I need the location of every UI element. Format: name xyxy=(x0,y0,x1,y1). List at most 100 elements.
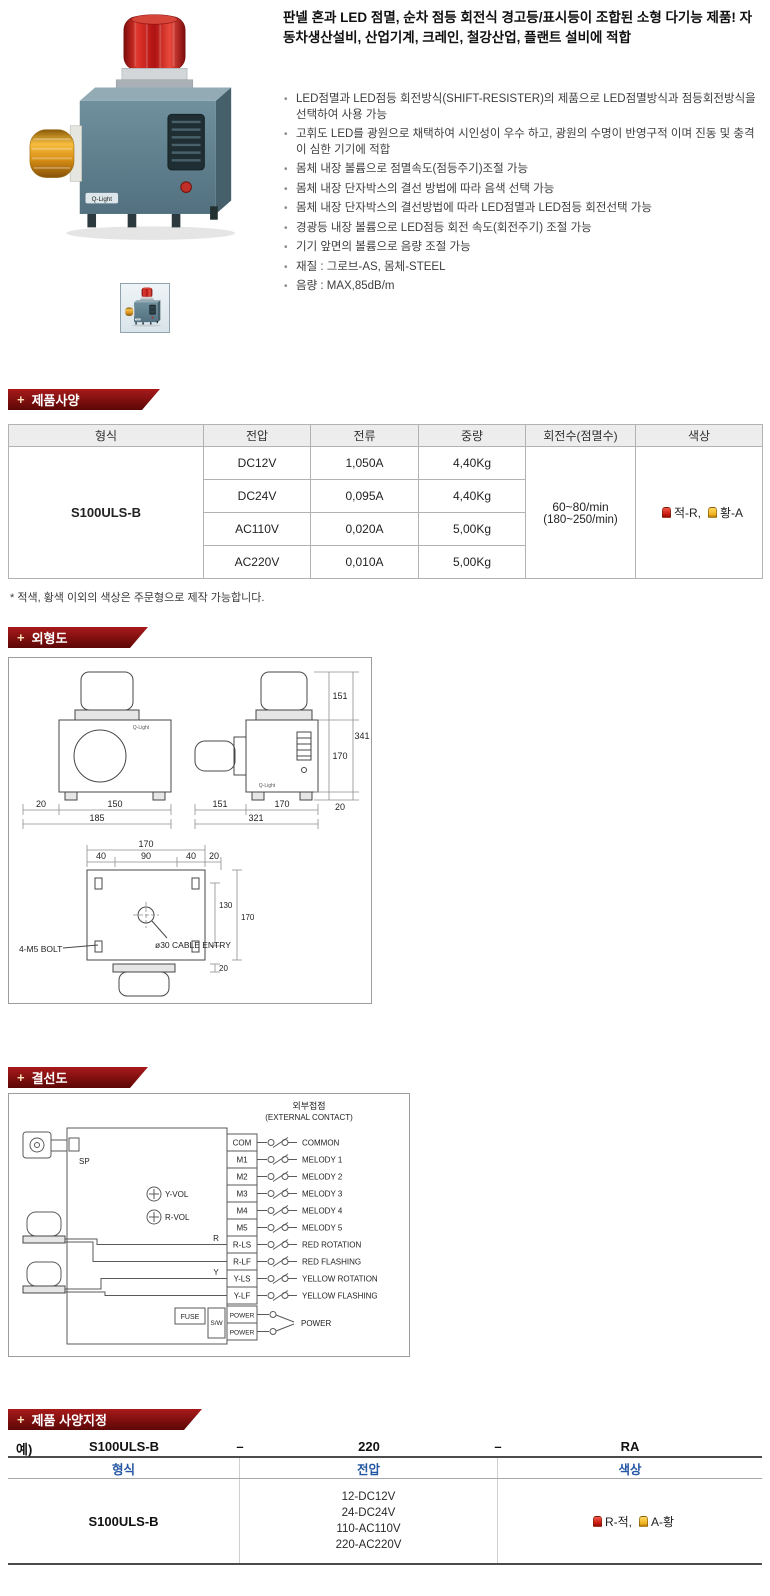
section-title: 제품 사양지정 xyxy=(31,1413,107,1428)
dim-label: 20 xyxy=(36,799,46,809)
dim-label: 151 xyxy=(332,691,347,701)
contact-label: RED FLASHING xyxy=(302,1258,361,1267)
terminal-row: R-LF RED FLASHING xyxy=(226,1252,361,1271)
plus-icon: + xyxy=(17,1412,25,1427)
weight-cell: 5,00Kg xyxy=(418,545,526,579)
example-label: 예) xyxy=(16,1442,33,1457)
spec-table: 형식 전압 전류 중량 회전수(점멸수) 색상 S100ULS-B DC12V … xyxy=(8,424,763,579)
product-thumbnail-art xyxy=(125,287,162,327)
contact-label: MELODY 1 xyxy=(302,1156,343,1165)
section-title: 결선도 xyxy=(31,1071,68,1086)
power-wires xyxy=(257,1311,295,1335)
col-header-weight: 중량 xyxy=(418,424,526,447)
front-view: Q-Light xyxy=(58,671,172,801)
feature-item: •몸체 내장 볼륨으로 점멸속도(점등주기)조절 가능 xyxy=(283,162,763,178)
feature-text: 몸체 내장 단자박스의 결선방법에 따라 LED점멸과 LED점등 회전선택 가… xyxy=(296,202,652,214)
dimension-drawing: Q-Light Q-Light xyxy=(19,671,370,997)
contact-label: MELODY 3 xyxy=(302,1190,343,1199)
col-header-current: 전류 xyxy=(310,424,419,447)
wiring-diagram-box: 외부접점 (EXTERNAL CONTACT) SP Y-VOL xyxy=(8,1093,410,1357)
r-vol-label: R-VOL xyxy=(165,1213,190,1222)
external-contact-label-en: (EXTERNAL CONTACT) xyxy=(265,1113,353,1122)
bullet-icon: • xyxy=(284,183,288,195)
table-row: S100ULS-B DC12V 1,050A 4,40Kg 60~80/min … xyxy=(8,446,763,579)
power-label: POWER xyxy=(301,1319,331,1328)
section-header-spec: + 제품사양 xyxy=(8,389,160,410)
terminal-row: M5 MELODY 5 xyxy=(226,1218,343,1237)
table-row: AC110V 0,020A 5,00Kg xyxy=(9,512,763,546)
external-contact-label-ko: 외부접점 xyxy=(292,1100,325,1111)
col-header-rotation: 회전수(점멸수) xyxy=(525,424,636,447)
plus-icon: + xyxy=(17,392,25,407)
switch-box xyxy=(207,1307,226,1339)
example-model-code: S100ULS-B xyxy=(88,1439,160,1454)
switch-label: S/W xyxy=(210,1320,223,1327)
bullet-icon: • xyxy=(284,94,288,105)
side-view: Q-Light xyxy=(194,671,319,801)
product-photo xyxy=(28,10,260,278)
dimension-labels: 20 150 185 151 170 321 151 170 20 341 17… xyxy=(19,691,370,973)
feature-item: • 기기 앞면의 볼륨으로 음량 조절 가능 xyxy=(283,240,763,256)
feature-text: 기기 앞면의 볼륨으로 음량 조절 가능 xyxy=(296,241,471,253)
red-beacon-symbol xyxy=(22,1211,227,1262)
dim-label: 170 xyxy=(138,839,153,849)
table-row: AC220V 0,010A 5,00Kg xyxy=(9,545,763,579)
terminal-label: M4 xyxy=(236,1207,248,1216)
bottom-view xyxy=(62,869,206,997)
terminal-label: COM xyxy=(233,1139,252,1148)
product-headline: 판넬 혼과 LED 점멸, 순차 점등 회전식 경고등/표시등이 조합된 소형 … xyxy=(283,10,753,45)
yellow-wire-tag: Y xyxy=(213,1268,219,1277)
feature-text: 음량 : MAX,85dB/m xyxy=(296,280,395,292)
plus-icon: + xyxy=(17,630,25,645)
product-thumbnail[interactable] xyxy=(120,283,170,333)
weight-cell: 5,00Kg xyxy=(418,512,526,546)
red-beacon-icon xyxy=(661,507,671,518)
voltage-option: 220-AC220V xyxy=(335,1539,402,1551)
dimension-drawing-box: Q-Light Q-Light xyxy=(8,657,372,1004)
ordering-header-row: 형식 전압 색상 xyxy=(8,1458,762,1479)
color-yellow-label: 황-A xyxy=(720,506,744,520)
yellow-beacon-icon xyxy=(708,507,717,518)
voltage-cell: DC12V xyxy=(203,446,311,480)
bullet-icon: • xyxy=(284,222,288,234)
terminal-label: M5 xyxy=(236,1224,248,1233)
weight-cell: 4,40Kg xyxy=(418,479,526,513)
col-header-voltage: 전압 xyxy=(203,424,311,447)
feature-item: •재질 : 그로브-AS, 몸체-STEEL xyxy=(283,260,763,276)
red-beacon-icon xyxy=(592,1516,602,1527)
feature-text: 고휘도 LED를 광원으로 채택하여 시인성이 우수 하고, 광원의 수명이 반… xyxy=(296,128,755,156)
red-volume-pot xyxy=(146,1209,162,1225)
dim-label: 20 xyxy=(209,851,219,861)
red-wire-tag: R xyxy=(213,1234,219,1243)
spec-note: * 적색, 황색 이외의 색상은 주문형으로 제작 가능합니다. xyxy=(10,592,265,604)
ordering-model-cell: S100ULS-B xyxy=(8,1479,240,1563)
product-intro: 판넬 혼과 LED 점멸, 순차 점등 회전식 경고등/표시등이 조합된 소형 … xyxy=(283,8,763,299)
dim-label: 170 xyxy=(241,913,255,922)
dim-label: 40 xyxy=(186,851,196,861)
dim-label: 321 xyxy=(248,813,263,823)
yellow-beacon-icon xyxy=(639,1516,648,1527)
ordering-color-cell: R-적,A-황 xyxy=(498,1479,762,1563)
table-row: DC24V 0,095A 4,40Kg xyxy=(9,479,763,513)
voltage-option: 12-DC12V xyxy=(341,1491,396,1503)
rotation-value: 60~80/min xyxy=(552,499,609,514)
bullet-icon: • xyxy=(284,242,288,253)
voltage-option: 24-DC24V xyxy=(341,1507,396,1519)
terminal-row: M4 MELODY 4 xyxy=(226,1201,343,1220)
feature-text: 재질 : 그로브-AS, 몸체-STEEL xyxy=(296,260,446,273)
plus-icon: + xyxy=(17,1070,25,1085)
dash: – xyxy=(236,1439,244,1454)
feature-item: • 몸체 내장 단자박스의 결선 방법에 따라 음색 선택 가능 xyxy=(283,182,763,198)
terminal-row: M2 MELODY 2 xyxy=(226,1167,343,1186)
dim-label: 40 xyxy=(96,851,106,861)
bullet-icon: • xyxy=(284,129,288,140)
feature-text: 몸체 내장 볼륨으로 점멸속도(점등주기)조절 가능 xyxy=(296,163,529,175)
feature-item: •몸체 내장 단자박스의 결선방법에 따라 LED점멸과 LED점등 회전선택 … xyxy=(283,201,763,217)
contact-label: YELLOW ROTATION xyxy=(302,1275,378,1284)
dimension-lines xyxy=(22,671,359,973)
ordering-header-voltage: 전압 xyxy=(240,1458,498,1478)
dash: – xyxy=(494,1439,502,1454)
feature-text: 몸체 내장 단자박스의 결선 방법에 따라 음색 선택 가능 xyxy=(296,182,555,195)
spec-header-row: 형식 전압 전류 중량 회전수(점멸수) 색상 xyxy=(8,424,763,447)
